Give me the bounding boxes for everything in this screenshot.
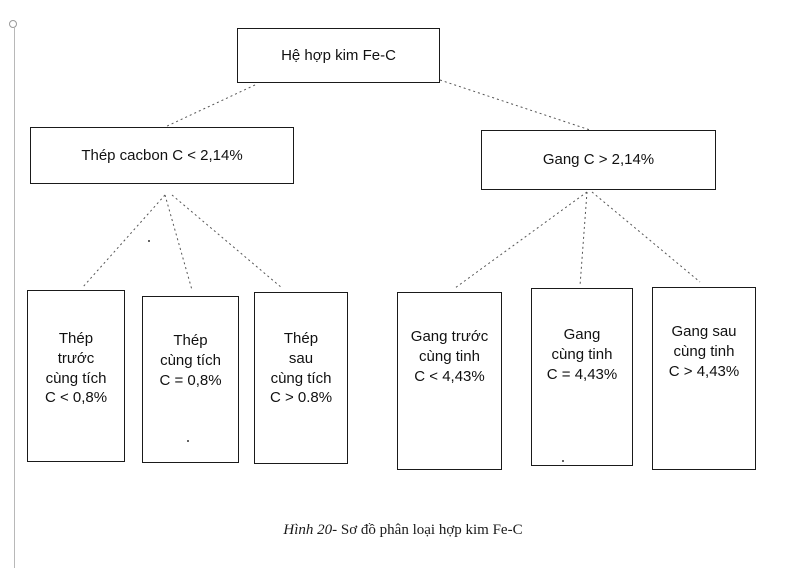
leaf-line: cùng tinh bbox=[551, 345, 613, 363]
leaf-node-eutectic-cast-iron: Gang cùng tinh C = 4,43% bbox=[531, 288, 633, 466]
connector-root-cast-iron bbox=[439, 79, 591, 131]
leaf-line: Thép bbox=[283, 330, 319, 347]
leaf-line: Gang bbox=[563, 326, 601, 343]
leaf-line: C = 4,43% bbox=[546, 365, 618, 383]
connector-cast-hypereutectic bbox=[591, 191, 701, 283]
connector-steel-eutectoid bbox=[164, 194, 193, 291]
branch-node-cast-iron: Gang C > 2,14% bbox=[481, 130, 716, 190]
leaf-line: Thép bbox=[173, 332, 208, 349]
leaf-line: cùng tích bbox=[45, 369, 107, 387]
connector-cast-eutectic bbox=[579, 191, 588, 287]
root-node: Hệ hợp kim Fe-C bbox=[237, 28, 440, 83]
leaf-line: Gang sau bbox=[671, 323, 737, 340]
caption-figure-number: Hình 20- bbox=[283, 522, 338, 538]
connector-steel-hypereutectoid bbox=[171, 194, 283, 289]
connector-cast-hypoeutectic bbox=[454, 191, 588, 289]
leaf-line: cùng tích bbox=[160, 351, 221, 369]
leaf-line: Thép bbox=[58, 330, 94, 347]
leaf-line: C > 0.8% bbox=[269, 389, 333, 407]
leaf-node-hypereutectoid-steel: Thép sau cùng tích C > 0.8% bbox=[254, 292, 348, 464]
leaf-node-eutectoid-steel: Thép cùng tích C = 0,8% bbox=[142, 296, 239, 463]
leaf-line: trước bbox=[57, 349, 95, 367]
leaf-line: C = 0,8% bbox=[159, 371, 222, 389]
leaf-line: C > 4,43% bbox=[668, 362, 740, 380]
connector-steel-hypoeutectoid bbox=[81, 194, 166, 289]
figure-caption: Hình 20- Sơ đồ phân loại hợp kim Fe-C bbox=[0, 522, 806, 539]
root-label: Hệ hợp kim Fe-C bbox=[281, 46, 396, 64]
leaf-line: cùng tích bbox=[270, 369, 332, 387]
branch-node-carbon-steel: Thép cacbon C < 2,14% bbox=[30, 127, 294, 184]
caption-text: Sơ đồ phân loại hợp kim Fe-C bbox=[337, 522, 523, 538]
scan-speck bbox=[562, 460, 564, 462]
leaf-node-hypereutectic-cast-iron: Gang sau cùng tinh C > 4,43% bbox=[652, 287, 756, 470]
leaf-node-hypoeutectic-cast-iron: Gang trước cùng tinh C < 4,43% bbox=[397, 292, 502, 470]
leaf-node-hypoeutectoid-steel: Thép trước cùng tích C < 0,8% bbox=[27, 290, 125, 462]
connector-root-steel bbox=[164, 84, 256, 128]
leaf-line: sau bbox=[288, 349, 314, 367]
scan-speck bbox=[148, 240, 150, 242]
leaf-line: cùng tinh bbox=[673, 342, 735, 360]
leaf-line: cùng tinh bbox=[419, 347, 480, 365]
page-margin-line bbox=[14, 28, 15, 568]
page-margin-marker bbox=[9, 20, 17, 28]
scan-speck bbox=[187, 440, 189, 442]
leaf-line: Gang trước bbox=[410, 328, 489, 345]
branch-label: Gang C > 2,14% bbox=[542, 151, 655, 169]
leaf-line: C < 4,43% bbox=[414, 367, 485, 385]
leaf-line: C < 0,8% bbox=[44, 389, 108, 407]
branch-label: Thép cacbon C < 2,14% bbox=[81, 146, 243, 164]
